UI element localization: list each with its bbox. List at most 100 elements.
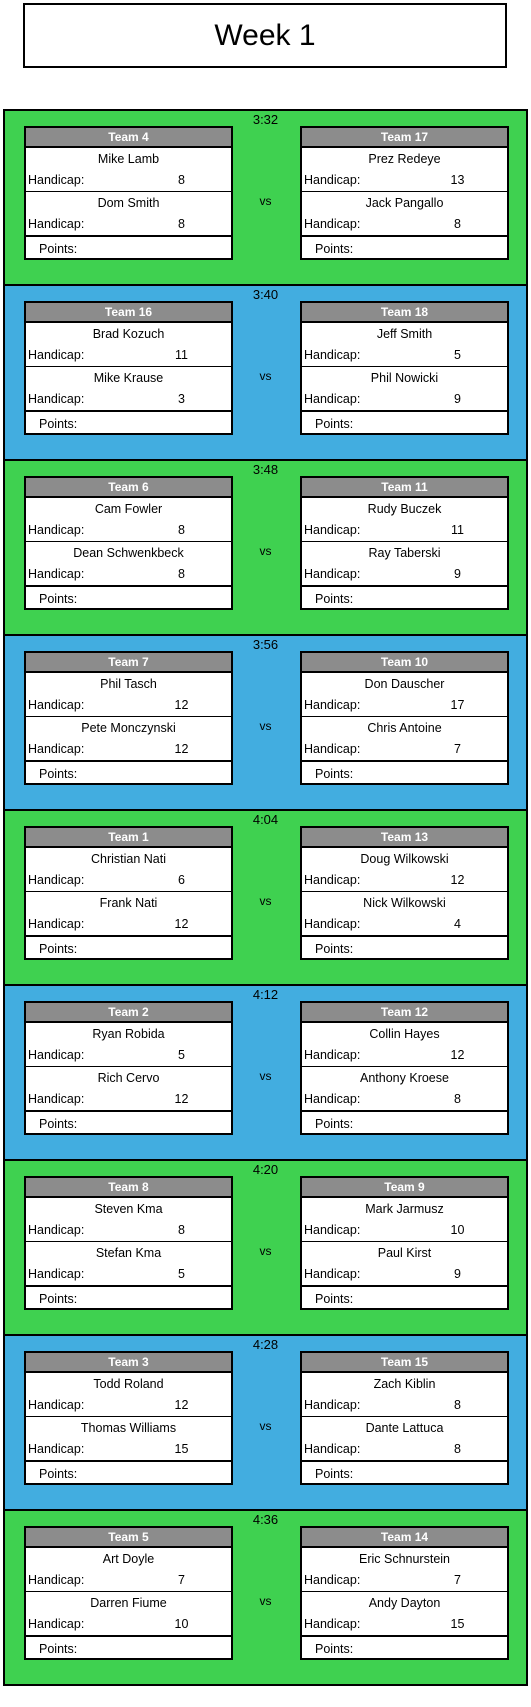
handicap-label: Handicap: xyxy=(304,1398,361,1412)
team-name: Team 8 xyxy=(26,1178,231,1198)
player-name: Zach Kiblin xyxy=(373,1377,436,1391)
handicap-value: 8 xyxy=(178,173,185,187)
handicap-row: Handicap:12 xyxy=(26,1395,231,1417)
handicap-label: Handicap: xyxy=(304,1223,361,1237)
match-time: 4:28 xyxy=(252,1337,279,1352)
handicap-row: Handicap:17 xyxy=(302,695,507,717)
handicap-row: Handicap:8 xyxy=(26,170,231,192)
handicap-label: Handicap: xyxy=(304,217,361,231)
handicap-label: Handicap: xyxy=(304,1617,361,1631)
handicap-label: Handicap: xyxy=(304,173,361,187)
handicap-value: 4 xyxy=(454,917,461,931)
handicap-label: Handicap: xyxy=(304,567,361,581)
week-title-box: Week 1 xyxy=(23,3,507,68)
handicap-label: Handicap: xyxy=(28,698,85,712)
handicap-label: Handicap: xyxy=(28,523,85,537)
handicap-value: 8 xyxy=(178,1223,185,1237)
player-name: Mark Jarmusz xyxy=(365,1202,444,1216)
handicap-value: 8 xyxy=(454,1398,461,1412)
team-name: Team 14 xyxy=(302,1528,507,1548)
player-name: Darren Fiume xyxy=(90,1596,167,1610)
player-name: Collin Hayes xyxy=(369,1027,440,1041)
handicap-row: Handicap: 6 xyxy=(26,870,231,892)
handicap-value: 6 xyxy=(178,873,185,887)
team-name: Team 16 xyxy=(26,303,231,323)
points-label: Points: xyxy=(39,1117,78,1131)
points-label: Points: xyxy=(315,1117,354,1131)
team-name: Team 2 xyxy=(26,1003,231,1023)
handicap-value: 12 xyxy=(174,1398,189,1412)
player-name: Thomas Williams xyxy=(80,1421,177,1435)
handicap-row: Handicap: 9 xyxy=(302,564,507,587)
vs-label: vs xyxy=(259,1419,272,1433)
player-name: Christian Nati xyxy=(90,852,167,866)
handicap-value: 8 xyxy=(178,567,185,581)
handicap-value: 12 xyxy=(174,1092,189,1106)
handicap-row: Handicap:9 xyxy=(302,1264,507,1287)
handicap-value: 9 xyxy=(454,567,461,581)
handicap-value: 8 xyxy=(454,1442,461,1456)
points-label: Points: xyxy=(315,1467,354,1481)
vs-label: vs xyxy=(259,194,272,208)
handicap-value: 12 xyxy=(174,742,189,756)
match-time: 4:36 xyxy=(252,1512,279,1527)
team-name: Team 15 xyxy=(302,1353,507,1373)
player-name: Dean Schwenkbeck xyxy=(73,546,184,560)
player-name: Stefan Kma xyxy=(95,1246,162,1260)
handicap-value: 5 xyxy=(178,1267,185,1281)
player-name: Eric Schnurstein xyxy=(358,1552,450,1566)
handicap-value: 10 xyxy=(450,1223,465,1237)
player-name: Dante Lattuca xyxy=(365,1421,444,1435)
handicap-row: Handicap: 4 xyxy=(302,914,507,937)
handicap-label: Handicap: xyxy=(28,873,85,887)
vs-label: vs xyxy=(259,1594,272,1608)
handicap-row: Handicap:7 xyxy=(302,739,507,762)
player-name: Mike Lamb xyxy=(97,152,160,166)
player-name: Rudy Buczek xyxy=(367,502,442,516)
match-time: 4:04 xyxy=(252,812,279,827)
team-name: Team 7 xyxy=(26,653,231,673)
handicap-row: Handicap:3 xyxy=(26,389,231,412)
handicap-value: 7 xyxy=(454,1573,461,1587)
handicap-label: Handicap: xyxy=(28,392,85,406)
vs-label: vs xyxy=(259,894,272,908)
handicap-label: Handicap: xyxy=(304,917,361,931)
points-label: Points: xyxy=(39,1467,78,1481)
week-title: Week 1 xyxy=(214,18,316,52)
handicap-label: Handicap: xyxy=(28,348,85,362)
handicap-row: Handicap: 10 xyxy=(302,1220,507,1242)
team-name: Team 18 xyxy=(302,303,507,323)
handicap-label: Handicap: xyxy=(28,1267,85,1281)
handicap-row: Handicap:7 xyxy=(302,1570,507,1592)
match-time: 4:12 xyxy=(252,987,279,1002)
points-label: Points: xyxy=(39,417,78,431)
handicap-label: Handicap: xyxy=(28,1092,85,1106)
handicap-label: Handicap: xyxy=(304,348,361,362)
handicap-row: Handicap:8 xyxy=(302,1089,507,1112)
points-label: Points: xyxy=(315,767,354,781)
handicap-row: Handicap:5 xyxy=(26,1045,231,1067)
handicap-label: Handicap: xyxy=(304,1267,361,1281)
handicap-row: Handicap:11 xyxy=(26,345,231,367)
player-name: Ryan Robida xyxy=(92,1027,165,1041)
handicap-row: Handicap:10 xyxy=(26,1614,231,1637)
handicap-row: Handicap:8 xyxy=(302,214,507,237)
handicap-label: Handicap: xyxy=(28,1617,85,1631)
handicap-label: Handicap: xyxy=(28,567,85,581)
player-name: Doug Wilkowski xyxy=(360,852,449,866)
points-label: Points: xyxy=(39,592,78,606)
